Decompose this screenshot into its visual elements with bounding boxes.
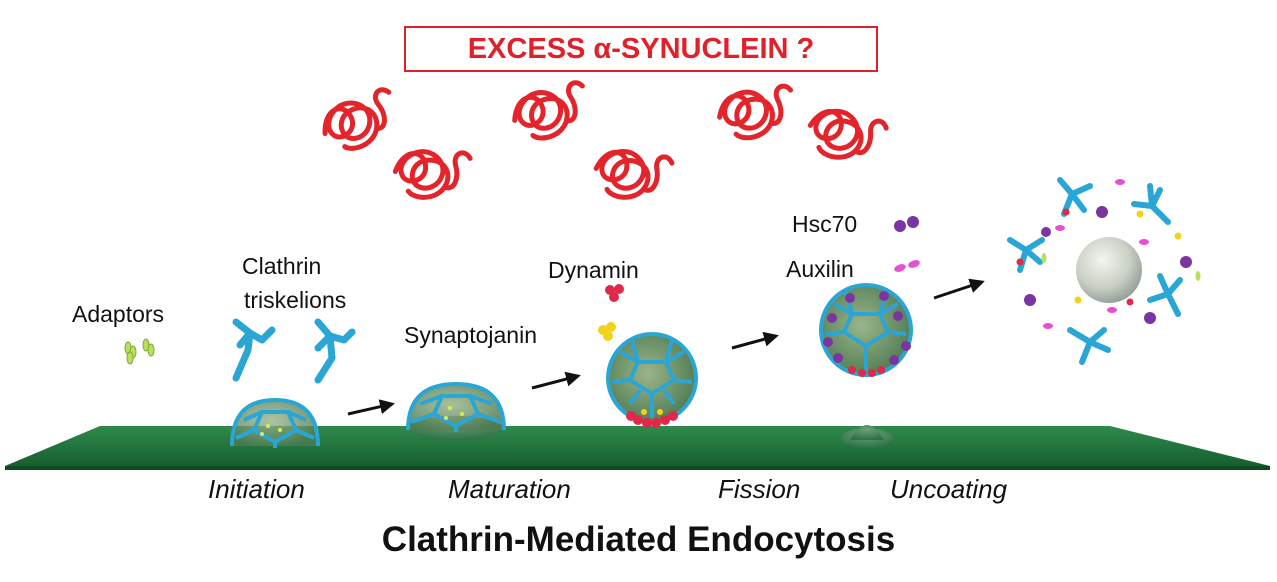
clathrin-coat-maturation xyxy=(406,381,506,432)
process-arrows xyxy=(347,278,985,416)
stage-label-fission: Fission xyxy=(718,474,801,504)
released-auxilin xyxy=(1043,179,1149,329)
alpha-synuclein-molecule xyxy=(392,149,473,200)
clathrin-label-line1: Clathrin xyxy=(242,253,322,279)
alpha-synuclein-molecule xyxy=(322,87,392,151)
dynamin-label: Dynamin xyxy=(548,257,639,283)
coated-vesicle-uncoating xyxy=(819,283,913,377)
adaptors-label: Adaptors xyxy=(72,301,165,327)
adaptor-proteins xyxy=(124,338,155,365)
released-vesicle xyxy=(1076,237,1142,303)
clathrin-label-line2: triskelions xyxy=(244,287,347,313)
clathrin-coated-bud-fission xyxy=(606,332,698,428)
released-hsc70 xyxy=(1024,206,1192,324)
auxilin-molecules xyxy=(894,260,920,272)
synaptojanin-molecules xyxy=(598,322,616,341)
plasma-membrane xyxy=(5,416,1270,470)
hsc70-label: Hsc70 xyxy=(792,211,858,237)
released-dynamin-synaptojanin xyxy=(1016,208,1201,306)
alpha-synuclein-molecule xyxy=(717,83,794,141)
stage-label-initiation: Initiation xyxy=(208,474,305,504)
auxilin-label: Auxilin xyxy=(786,256,854,282)
alpha-synuclein-molecule xyxy=(512,80,585,141)
excess-synuclein-banner: EXCESS α-SYNUCLEIN ? xyxy=(404,26,878,72)
dynamin-molecules xyxy=(605,284,624,302)
hsc70-molecules xyxy=(894,216,919,232)
alpha-synuclein-molecules xyxy=(322,80,889,200)
released-clathrin-triskelions xyxy=(1007,177,1183,365)
alpha-synuclein-molecule xyxy=(807,108,889,160)
clathrin-coat-initiation xyxy=(230,397,320,448)
stage-label-uncoating: Uncoating xyxy=(890,474,1008,504)
synaptojanin-label: Synaptojanin xyxy=(404,322,537,348)
stage-label-maturation: Maturation xyxy=(448,474,571,504)
alpha-synuclein-molecule xyxy=(593,149,675,200)
clathrin-triskelion-free xyxy=(232,318,356,384)
diagram-title: Clathrin-Mediated Endocytosis xyxy=(381,520,896,559)
